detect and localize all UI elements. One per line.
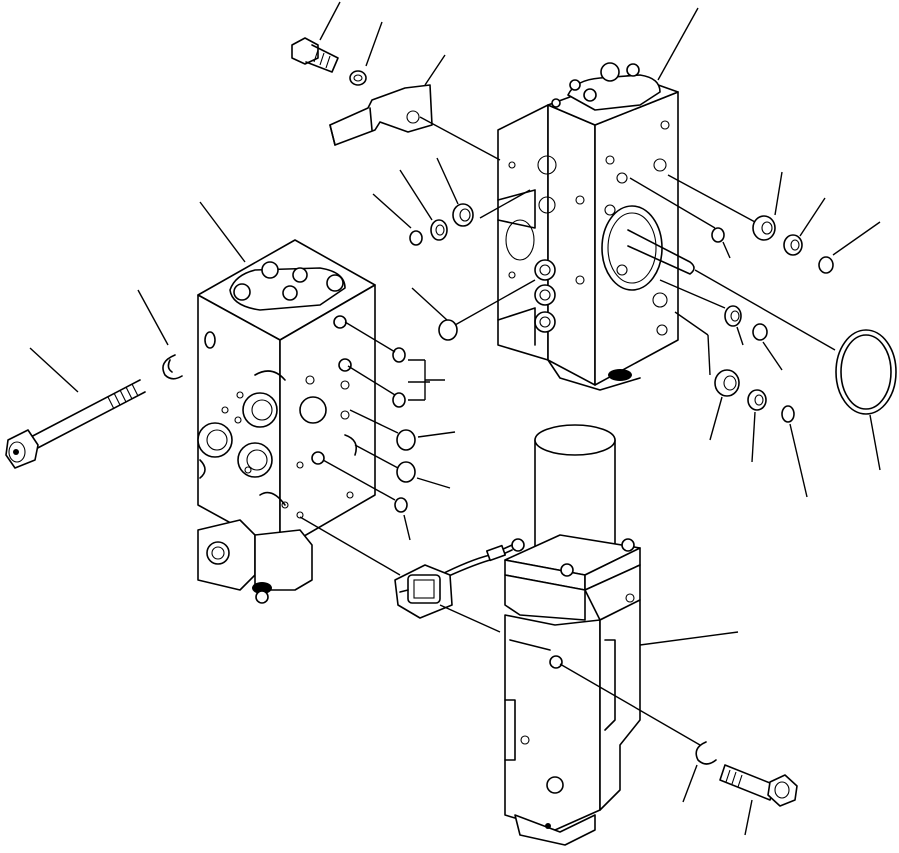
upper-valve-block bbox=[497, 62, 695, 391]
top-bolt bbox=[291, 37, 367, 86]
bolt-bottom-right bbox=[695, 741, 798, 807]
seal-set-left-block bbox=[392, 347, 416, 513]
snap-ring-left bbox=[162, 354, 183, 380]
leader-lines bbox=[29, 1, 881, 836]
seal-set-right bbox=[711, 215, 897, 423]
long-bolt bbox=[5, 379, 146, 469]
electrical-connector bbox=[394, 544, 513, 619]
bracket bbox=[329, 84, 433, 146]
seal-set-upper-left bbox=[409, 203, 474, 341]
solenoid-valve bbox=[504, 424, 641, 846]
left-valve-block bbox=[197, 239, 376, 604]
